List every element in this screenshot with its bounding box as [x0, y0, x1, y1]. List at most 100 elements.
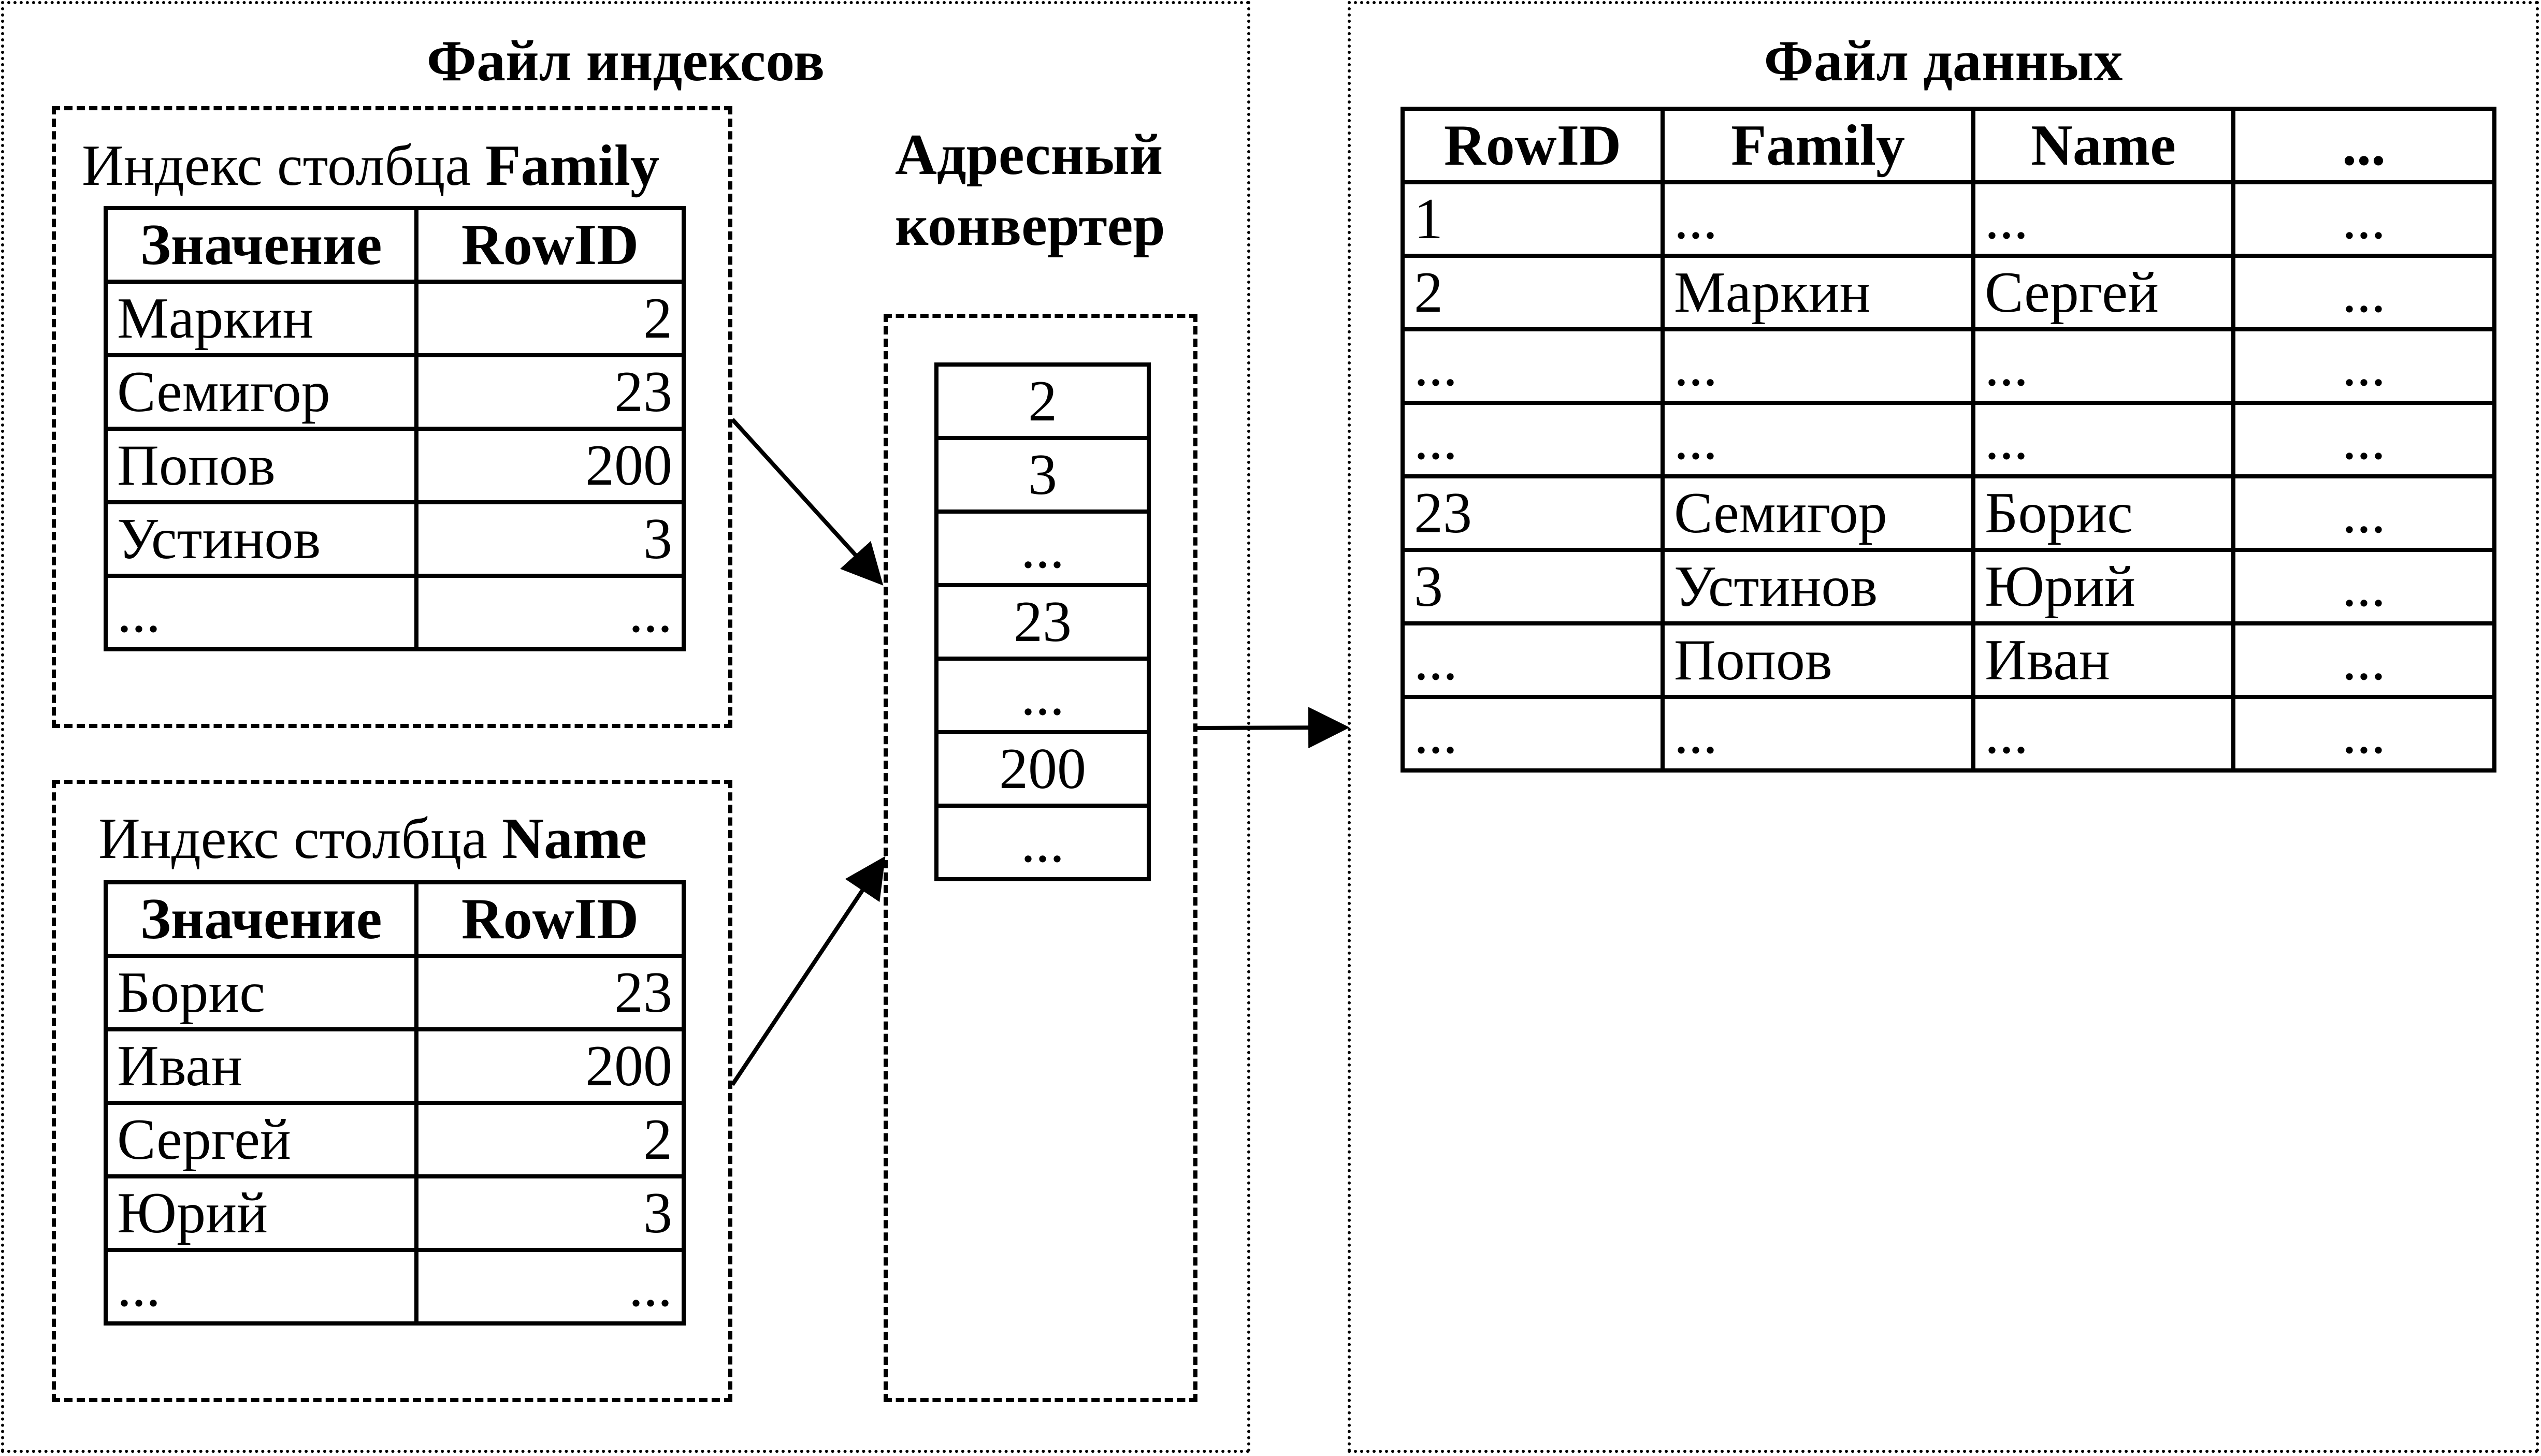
converter-cell: 200: [934, 730, 1151, 808]
name-index-table: Значение RowID Борис 23 Иван 200 Сергей …: [104, 880, 686, 1326]
data-file-header-rowid: RowID: [1401, 107, 1665, 184]
data-file-header-name: Name: [1971, 107, 2235, 184]
table-row: 3: [934, 436, 1151, 514]
table-row: ... Попов Иван ...: [1401, 621, 2496, 699]
data-cell-rowid: ...: [1401, 327, 1665, 405]
table-row: 23 Семигор Борис ...: [1401, 474, 2496, 552]
table-row: Юрий 3: [104, 1174, 686, 1252]
data-cell-rowid: 23: [1401, 474, 1665, 552]
name-index-value: Сергей: [104, 1101, 418, 1178]
data-cell-more: ...: [2231, 180, 2496, 258]
name-index-rowid: 2: [414, 1101, 686, 1178]
data-cell-rowid: 3: [1401, 548, 1665, 625]
family-index-rowid: 2: [414, 280, 686, 357]
family-index-caption-column: Family: [485, 134, 660, 198]
name-index-rowid: 23: [414, 954, 686, 1031]
data-cell-name: Сергей: [1971, 254, 2235, 331]
data-cell-more: ...: [2231, 621, 2496, 699]
table-row: ... ... ... ...: [1401, 695, 2496, 773]
family-index-rowid: 3: [414, 500, 686, 578]
table-row: Сергей 2: [104, 1101, 686, 1178]
table-row: ...: [934, 509, 1151, 587]
data-cell-name: Юрий: [1971, 548, 2235, 625]
data-file-table: RowID Family Name ... 1 ... ... ... 2 Ма…: [1401, 107, 2496, 773]
table-row: ... ... ... ...: [1401, 401, 2496, 478]
name-index-value: Иван: [104, 1027, 418, 1105]
data-cell-family: Устинов: [1661, 548, 1975, 625]
data-file-header-row: RowID Family Name ...: [1401, 107, 2496, 184]
table-row: ...: [934, 657, 1151, 734]
data-cell-family: ...: [1661, 695, 1975, 773]
data-cell-family: Семигор: [1661, 474, 1975, 552]
table-row: 2: [934, 362, 1151, 440]
family-index-value: ...: [104, 574, 418, 651]
data-cell-rowid: 2: [1401, 254, 1665, 331]
data-cell-family: Попов: [1661, 621, 1975, 699]
data-cell-name: ...: [1971, 327, 2235, 405]
data-cell-rowid: ...: [1401, 695, 1665, 773]
name-index-caption: Индекс столбца Name: [98, 810, 647, 868]
data-file-header-family: Family: [1661, 107, 1975, 184]
table-row: 1 ... ... ...: [1401, 180, 2496, 258]
family-index-table: Значение RowID Маркин 2 Семигор 23 Попов…: [104, 206, 686, 651]
family-index-value: Семигор: [104, 353, 418, 431]
data-cell-more: ...: [2231, 327, 2496, 405]
table-row: ...: [934, 804, 1151, 881]
name-index-rowid: 200: [414, 1027, 686, 1105]
name-index-to-converter-arrow: [730, 856, 886, 1086]
name-index-rowid: ...: [414, 1248, 686, 1326]
family-index-box: [52, 106, 732, 728]
address-converter-table: 2 3 ... 23 ... 200 ...: [934, 362, 1151, 881]
data-file-title: Файл данных: [1764, 29, 2123, 93]
table-row: 3 Устинов Юрий ...: [1401, 548, 2496, 625]
table-row: 23: [934, 583, 1151, 661]
name-index-value: ...: [104, 1248, 418, 1326]
converter-to-data-file-arrow: [1197, 707, 1350, 749]
table-row: 2 Маркин Сергей ...: [1401, 254, 2496, 331]
converter-cell: 23: [934, 583, 1151, 661]
data-cell-family: Маркин: [1661, 254, 1975, 331]
table-row: ... ...: [104, 1248, 686, 1326]
table-row: ... ...: [104, 574, 686, 651]
name-index-box: [52, 780, 732, 1402]
table-row: ... ... ... ...: [1401, 327, 2496, 405]
data-cell-name: ...: [1971, 695, 2235, 773]
converter-cell: 3: [934, 436, 1151, 514]
name-index-header-row: Значение RowID: [104, 880, 686, 958]
address-converter-title-line1: Адресный: [895, 123, 1163, 187]
name-index-header-value: Значение: [104, 880, 418, 958]
table-row: 200: [934, 730, 1151, 808]
data-cell-name: ...: [1971, 401, 2235, 478]
family-index-value: Устинов: [104, 500, 418, 578]
converter-cell: ...: [934, 657, 1151, 734]
data-cell-name: Иван: [1971, 621, 2235, 699]
table-row: Борис 23: [104, 954, 686, 1031]
address-converter-title-line2: конвертер: [895, 194, 1165, 258]
family-index-caption-prefix: Индекс столбца: [82, 134, 486, 198]
family-index-header-row: Значение RowID: [104, 206, 686, 284]
name-index-header-rowid: RowID: [414, 880, 686, 958]
family-index-header-rowid: RowID: [414, 206, 686, 284]
address-converter-box: [884, 314, 1197, 1402]
name-index-value: Борис: [104, 954, 418, 1031]
data-cell-more: ...: [2231, 695, 2496, 773]
converter-cell: ...: [934, 509, 1151, 587]
data-cell-rowid: ...: [1401, 621, 1665, 699]
data-cell-rowid: 1: [1401, 180, 1665, 258]
family-index-caption: Индекс столбца Family: [82, 137, 659, 195]
data-cell-name: ...: [1971, 180, 2235, 258]
data-cell-family: ...: [1661, 401, 1975, 478]
name-index-caption-prefix: Индекс столбца: [98, 807, 502, 871]
table-row: Иван 200: [104, 1027, 686, 1105]
index-file-title: Файл индексов: [426, 29, 825, 93]
data-cell-name: Борис: [1971, 474, 2235, 552]
family-index-rowid: 200: [414, 427, 686, 504]
table-row: Устинов 3: [104, 500, 686, 578]
data-cell-more: ...: [2231, 474, 2496, 552]
converter-cell: 2: [934, 362, 1151, 440]
family-index-rowid: 23: [414, 353, 686, 431]
data-cell-more: ...: [2231, 401, 2496, 478]
table-row: Семигор 23: [104, 353, 686, 431]
data-cell-family: ...: [1661, 180, 1975, 258]
